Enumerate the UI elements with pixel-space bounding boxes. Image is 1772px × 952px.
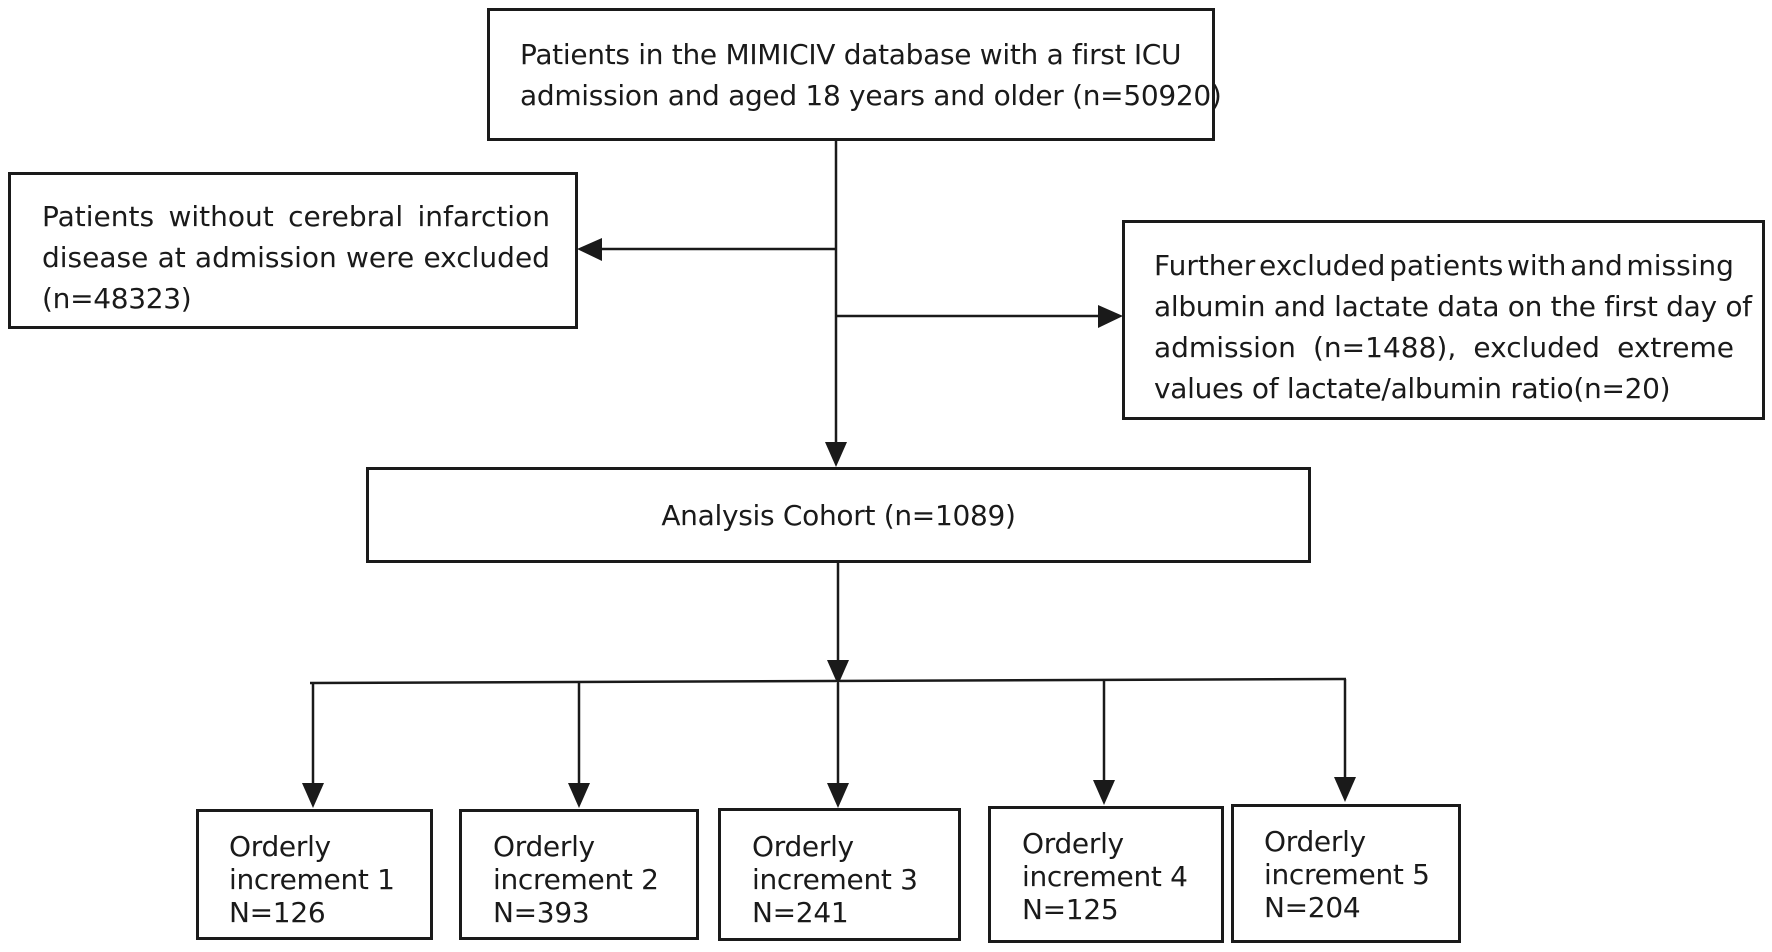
exclusion-right-line-1: Further excluded patients with and missi…: [1154, 245, 1734, 286]
group-1-line-2: increment 1: [229, 863, 395, 896]
exclusion-box-left: Patients without cerebral infarction dis…: [8, 172, 578, 329]
word: excluded: [423, 241, 550, 274]
arrowhead-to-split: [827, 660, 849, 685]
exclusion-left-line-2: disease at admission were excluded: [42, 237, 550, 278]
word: infarction: [417, 200, 550, 233]
group-2-line-2: increment 2: [493, 863, 659, 896]
arrowhead-to-group-4: [1093, 780, 1115, 805]
word: admission: [1154, 331, 1296, 364]
group-3-line-1: Orderly: [752, 830, 854, 863]
arrowhead-to-group-1: [302, 783, 324, 808]
population-line-2: admission and aged 18 years and older (n…: [520, 79, 1222, 112]
group-5-line-2: increment 5: [1264, 858, 1430, 891]
cohort-label: Analysis Cohort (n=1089): [661, 499, 1016, 532]
word: excluded: [1258, 249, 1386, 282]
word: and: [1570, 249, 1623, 282]
exclusion-left-line-1: Patients without cerebral infarction: [42, 196, 550, 237]
word: were: [345, 241, 415, 274]
exclusion-box-right: Further excluded patients with and missi…: [1122, 220, 1765, 420]
exclusion-right-line-2: albumin and lactate data on the first da…: [1154, 290, 1752, 323]
exclusion-right-line-3: admission (n=1488), excluded extreme: [1154, 327, 1734, 368]
group-4-line-3: N=125: [1022, 893, 1119, 926]
word: at: [157, 241, 186, 274]
arrowhead-to-left-exclusion: [577, 238, 602, 261]
group-5-line-3: N=204: [1264, 891, 1361, 924]
cohort-box: Analysis Cohort (n=1089): [366, 467, 1311, 563]
group-box-1: Orderly increment 1 N=126: [196, 809, 433, 940]
group-box-5: Orderly increment 5 N=204: [1231, 804, 1461, 943]
group-2-line-1: Orderly: [493, 830, 595, 863]
arrowhead-to-right-exclusion: [1098, 305, 1123, 328]
word: patients: [1389, 249, 1504, 282]
group-1-line-1: Orderly: [229, 830, 331, 863]
group-4-line-2: increment 4: [1022, 860, 1188, 893]
group-4-line-1: Orderly: [1022, 827, 1124, 860]
word: cerebral: [288, 200, 404, 233]
word: disease: [42, 241, 149, 274]
exclusion-left-line-3: (n=48323): [42, 282, 192, 315]
word: excluded: [1473, 331, 1600, 364]
population-box: Patients in the MIMICIV database with a …: [487, 8, 1222, 141]
word: (n=1488),: [1313, 331, 1457, 364]
arrowhead-to-group-3: [827, 783, 849, 808]
word: without: [168, 200, 274, 233]
group-box-2: Orderly increment 2 N=393: [459, 809, 699, 940]
group-box-3: Orderly increment 3 N=241: [718, 808, 961, 941]
word: Patients: [42, 200, 155, 233]
word: extreme: [1617, 331, 1734, 364]
group-2-line-3: N=393: [493, 896, 590, 929]
group-5-line-1: Orderly: [1264, 825, 1366, 858]
population-line-1: Patients in the MIMICIV database with a …: [520, 38, 1182, 71]
group-3-line-3: N=241: [752, 896, 849, 929]
word: with: [1507, 249, 1567, 282]
group-3-line-2: increment 3: [752, 863, 918, 896]
arrowhead-to-group-5: [1334, 777, 1356, 802]
connector-split-bar: [309, 677, 1347, 685]
exclusion-right-line-4: values of lactate/albumin ratio(n=20): [1154, 372, 1671, 405]
group-1-line-3: N=126: [229, 896, 326, 929]
group-box-4: Orderly increment 4 N=125: [988, 806, 1224, 943]
arrowhead-to-group-2: [568, 783, 590, 808]
arrowhead-to-cohort: [825, 442, 847, 467]
word: admission: [194, 241, 337, 274]
word: Further: [1154, 249, 1256, 282]
word: missing: [1626, 249, 1734, 282]
